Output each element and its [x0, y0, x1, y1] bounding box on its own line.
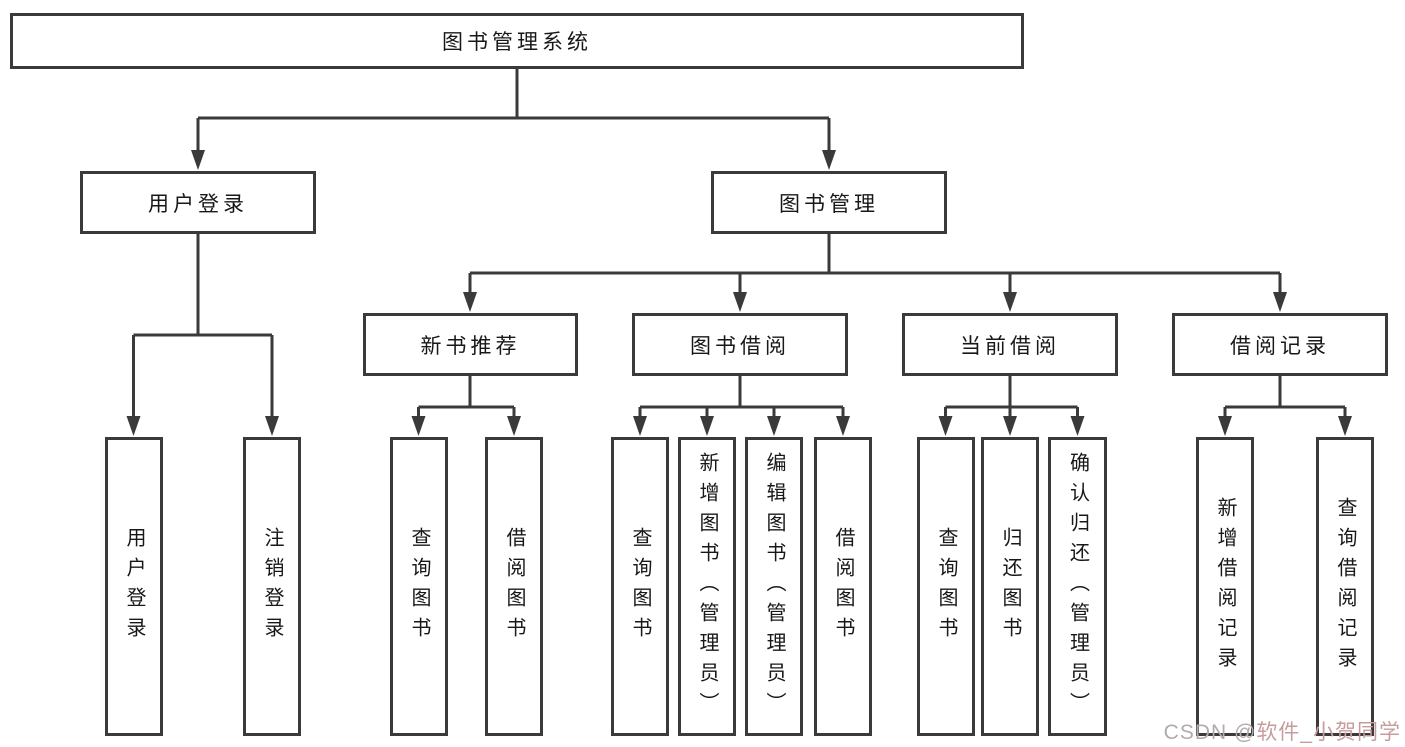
node-root-system: 图书管理系统 [10, 13, 1024, 69]
leaf-label: 新增借阅记录 [1214, 496, 1236, 677]
node-borrow-records: 借阅记录 [1172, 313, 1388, 376]
leaf-cb-confirm-return-admin: 确认归还（管理员） [1048, 437, 1107, 736]
watermark-author: 软件_小贺同学 [1256, 721, 1401, 744]
leaf-bb-add-book-admin: 新增图书（管理员） [678, 437, 736, 736]
leaf-label: 借阅图书 [832, 526, 854, 647]
leaf-label: 注销登录 [261, 526, 283, 647]
leaf-cb-query-book: 查询图书 [917, 437, 975, 736]
leaf-label: 查询图书 [935, 526, 957, 647]
leaf-bb-query-book: 查询图书 [611, 437, 669, 736]
csdn-watermark: CSDN @软件_小贺同学 [1164, 716, 1401, 746]
node-book-borrow: 图书借阅 [632, 313, 848, 376]
node-new-book-recommend: 新书推荐 [363, 313, 578, 376]
leaf-nb-query-book: 查询图书 [390, 437, 448, 736]
leaf-bb-edit-book-admin: 编辑图书（管理员） [745, 437, 803, 736]
leaf-cb-return-book: 归还图书 [981, 437, 1039, 736]
leaf-bb-borrow-book: 借阅图书 [814, 437, 872, 736]
node-current-borrow: 当前借阅 [902, 313, 1118, 376]
node-user-login: 用户登录 [80, 171, 316, 234]
leaf-logout-login: 注销登录 [243, 437, 301, 736]
leaf-label: 编辑图书（管理员） [763, 451, 785, 722]
leaf-label: 查询图书 [408, 526, 430, 647]
leaf-user-login: 用户登录 [105, 437, 163, 736]
leaf-nb-borrow-book: 借阅图书 [485, 437, 543, 736]
leaf-label: 确认归还（管理员） [1066, 451, 1089, 722]
leaf-label: 查询借阅记录 [1334, 496, 1356, 677]
leaf-br-query-record: 查询借阅记录 [1316, 437, 1374, 736]
node-book-management: 图书管理 [711, 171, 947, 234]
leaf-label: 查询图书 [629, 526, 651, 647]
leaf-br-add-record: 新增借阅记录 [1196, 437, 1254, 736]
leaf-label: 新增图书（管理员） [696, 451, 718, 722]
leaf-label: 归还图书 [999, 526, 1021, 647]
watermark-prefix: CSDN @ [1163, 721, 1257, 744]
leaf-label: 用户登录 [123, 526, 145, 647]
leaf-label: 借阅图书 [503, 526, 525, 647]
